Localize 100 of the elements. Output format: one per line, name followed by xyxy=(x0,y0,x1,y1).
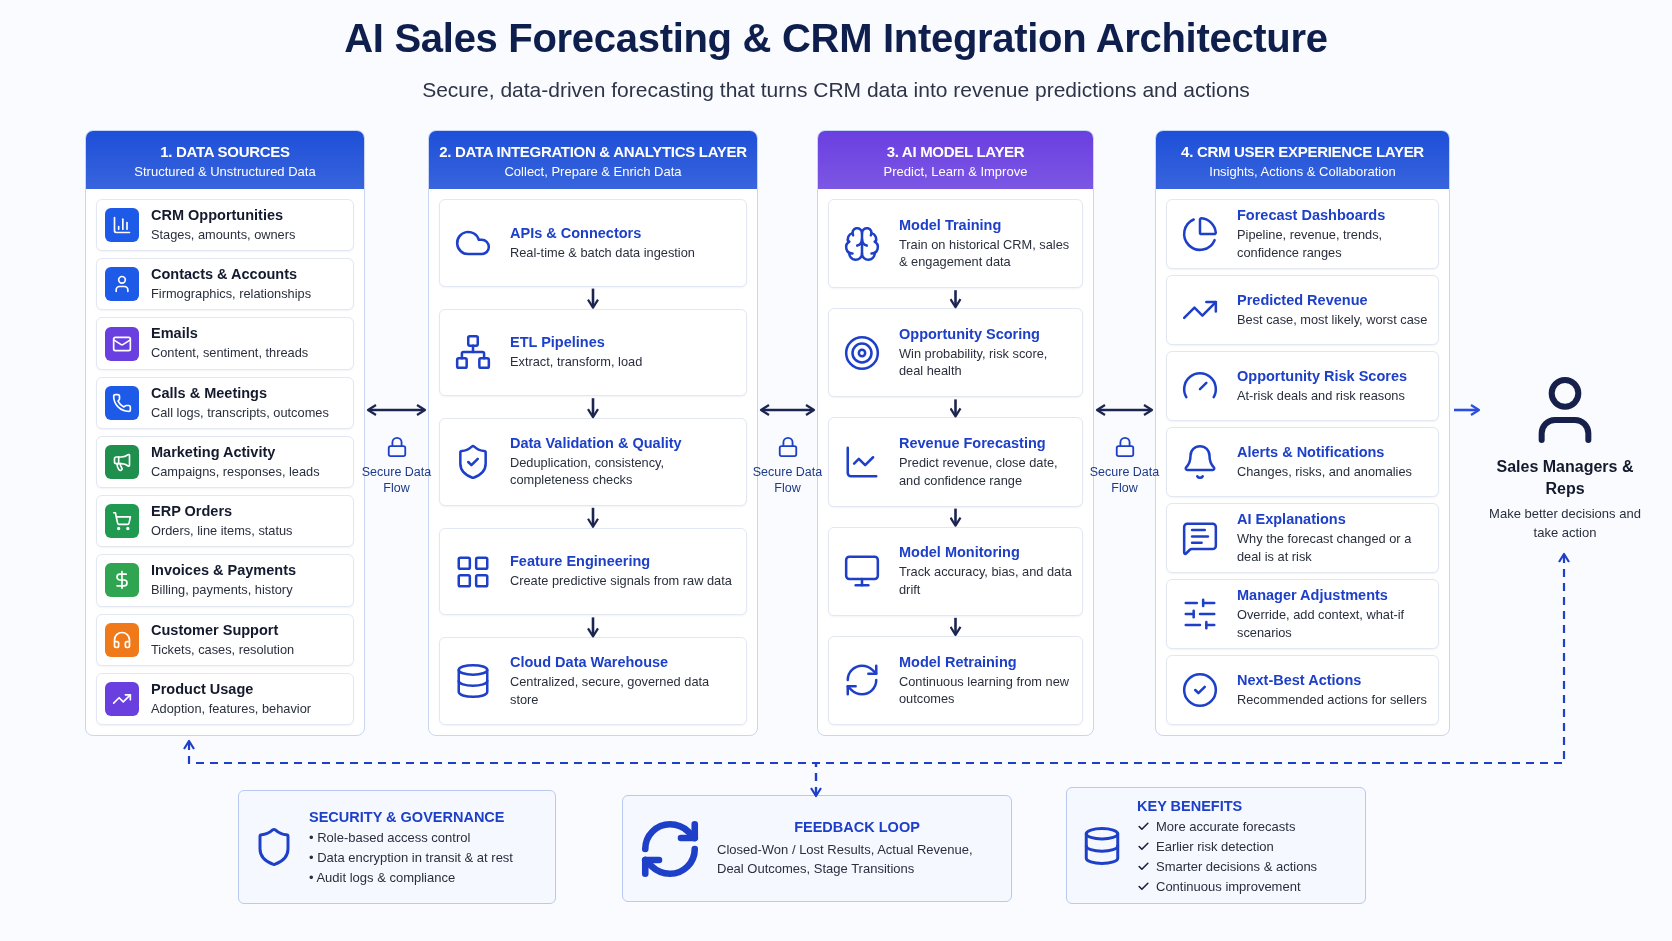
box-title: KEY BENEFITS xyxy=(1137,797,1244,814)
arrow xyxy=(949,508,962,527)
component-card xyxy=(828,417,1083,507)
arrow xyxy=(586,288,600,309)
card-title: Emails xyxy=(151,325,199,342)
feedback-arrow xyxy=(182,739,818,795)
card-title: AI Explanations xyxy=(1237,511,1347,528)
card-title: Model Training xyxy=(899,216,1003,233)
info-box xyxy=(238,790,556,904)
card-title: Model Retraining xyxy=(899,653,1018,670)
card-title: CRM Opportunities xyxy=(151,206,285,223)
card-title: Opportunity Scoring xyxy=(899,326,1041,343)
card-description: Extract, transform, load xyxy=(510,353,643,371)
card-title: Next-Best Actions xyxy=(1237,671,1363,688)
card-title: Opportunity Risk Scores xyxy=(1237,367,1407,384)
feedback-arrow xyxy=(809,552,1571,798)
card-description: Continuous learning from new outcomes xyxy=(899,672,1070,708)
card-description: Train on historical CRM, sales & engagement data xyxy=(899,235,1071,271)
card-description: Best case, most likely, worst case xyxy=(1237,310,1428,329)
card-title: Alerts & Notifications xyxy=(1237,443,1386,460)
component-card xyxy=(96,376,354,429)
card-description: Create predictive signals from raw data xyxy=(510,572,732,590)
component-card xyxy=(439,199,747,287)
component-card xyxy=(439,418,747,506)
card-description: Deduplication, consistency, completeness checks xyxy=(510,454,666,489)
card-title: APIs & Connectors xyxy=(510,224,643,241)
card-title: Calls & Meetings xyxy=(151,384,269,401)
diagram-title: AI Sales Forecasting & CRM Integration Architecture xyxy=(343,16,1329,61)
component-card xyxy=(96,435,354,489)
component-card xyxy=(96,317,354,370)
card-title: Product Usage xyxy=(151,680,255,697)
box-title: FEEDBACK LOOP xyxy=(793,818,921,835)
component-card xyxy=(96,554,354,607)
card-description: Win probability, risk score, deal health xyxy=(899,345,1049,380)
edge-label: Secure Data Flow xyxy=(1089,464,1160,497)
card-description: Why the forecast changed or a deal is at risk xyxy=(1237,530,1413,565)
card-title: Marketing Activity xyxy=(151,443,277,460)
card-description: At-risk deals and risk reasons xyxy=(1237,386,1406,405)
benefit-item: Smarter decisions & actions xyxy=(1156,858,1318,874)
card-description: Centralized, secure, governed data store xyxy=(510,673,711,708)
info-box xyxy=(1066,787,1366,904)
component-card xyxy=(1166,199,1439,269)
component-card xyxy=(828,635,1083,725)
arrow xyxy=(1095,403,1154,417)
benefit-item: Continuous improvement xyxy=(1156,878,1301,894)
arrow xyxy=(1454,403,1481,417)
user-title: Sales Managers & Reps xyxy=(1495,457,1635,499)
panel-title: 4. CRM USER EXPERIENCE LAYER xyxy=(1181,142,1424,160)
component-card xyxy=(96,199,354,252)
component-card xyxy=(1166,655,1439,725)
info-box xyxy=(622,795,1012,902)
card-title: Contacts & Accounts xyxy=(151,266,299,283)
panel-subtitle: Insights, Actions & Collaboration xyxy=(1209,163,1396,179)
panel-subtitle: Structured & Unstructured Data xyxy=(134,163,316,179)
card-description: Recommended actions for sellers xyxy=(1237,690,1427,709)
card-title: Manager Adjustments xyxy=(1237,587,1389,604)
card-description: Content, sentiment, threads xyxy=(151,344,309,362)
edge-label: Secure Data Flow xyxy=(361,464,432,497)
panel-title: 3. AI MODEL LAYER xyxy=(886,142,1025,160)
card-title: Model Monitoring xyxy=(899,544,1021,561)
box-title: SECURITY & GOVERNANCE xyxy=(309,809,506,825)
card-description: Override, add context, what-if scenarios xyxy=(1237,606,1406,641)
arrow xyxy=(949,617,962,636)
component-card xyxy=(1166,503,1439,573)
benefit-item: More accurate forecasts xyxy=(1156,818,1296,834)
arrow xyxy=(586,507,600,528)
card-description: Track accuracy, bias, and data drift xyxy=(899,563,1072,598)
arrow xyxy=(759,403,816,417)
card-title: Revenue Forecasting xyxy=(899,435,1047,452)
component-card xyxy=(828,199,1083,289)
card-title: Invoices & Payments xyxy=(151,562,297,579)
card-description: Pipeline, revenue, trends, confidence ranges xyxy=(1237,226,1384,261)
component-card xyxy=(96,613,354,666)
bullet-item: • Audit logs & compliance xyxy=(309,870,457,885)
card-description: Campaigns, responses, leads xyxy=(151,462,320,481)
arrow xyxy=(949,290,962,309)
arrow xyxy=(949,399,962,418)
card-description: Changes, risks, and anomalies xyxy=(1237,462,1412,481)
card-description: Predict revenue, close date, and confidence range xyxy=(899,454,1059,489)
component-card xyxy=(96,258,354,311)
bullet-item: • Role-based access control xyxy=(309,830,472,845)
card-description: Tickets, cases, resolution xyxy=(151,640,295,658)
arrow xyxy=(366,403,427,417)
description-text: Closed-Won / Lost Results, Actual Revenue, Deal Outcomes, Stage Transitions xyxy=(717,840,974,878)
component-card xyxy=(96,672,354,725)
component-card xyxy=(96,495,354,548)
component-card xyxy=(828,308,1083,398)
arrow xyxy=(586,617,600,638)
panel-title: 1. DATA SOURCES xyxy=(160,142,290,160)
panel-subtitle: Collect, Prepare & Enrich Data xyxy=(504,163,682,179)
benefit-item: Earlier risk detection xyxy=(1156,838,1274,854)
component-card xyxy=(439,637,747,725)
card-description: Orders, line items, status xyxy=(151,522,293,540)
arrow xyxy=(586,398,600,419)
panel-title: 2. DATA INTEGRATION & ANALYTICS LAYER xyxy=(439,142,747,160)
card-description: Billing, payments, history xyxy=(151,581,294,599)
card-title: ETL Pipelines xyxy=(510,334,606,351)
component-card xyxy=(439,308,747,397)
component-card xyxy=(1166,427,1439,497)
card-description: Call logs, transcripts, outcomes xyxy=(151,403,329,421)
